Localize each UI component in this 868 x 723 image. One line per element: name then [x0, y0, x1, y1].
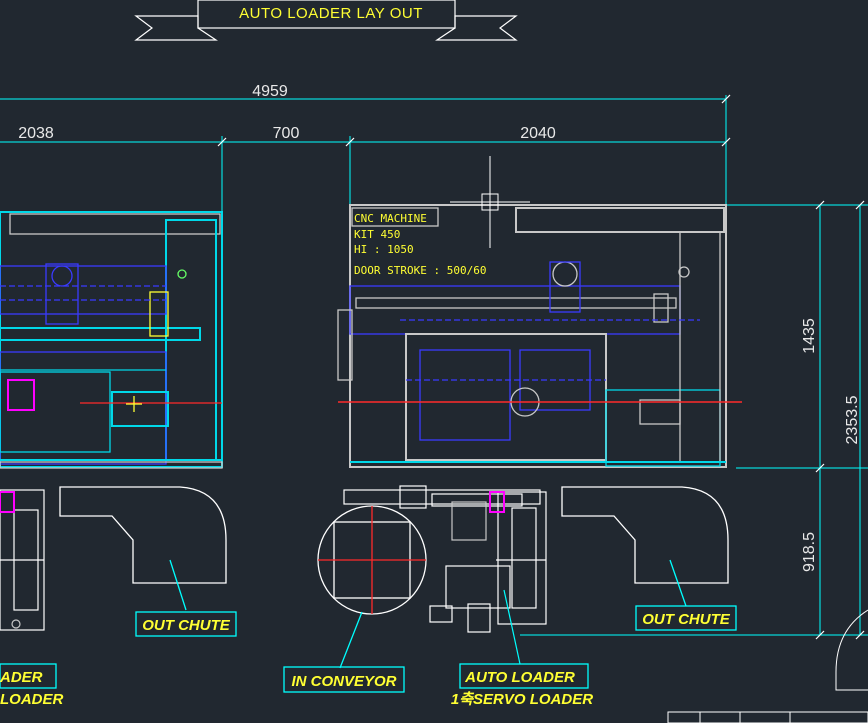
cnc-machine-name: CNC MACHINE [354, 212, 427, 225]
cnc-machine-model: KIT 450 [354, 228, 400, 241]
cnc-machine [337, 156, 742, 468]
label-left-loader-2: LOADER [0, 691, 64, 708]
out-chute-right-shape [561, 486, 729, 607]
label-in-conveyor: IN CONVEYOR [291, 673, 396, 690]
auto-loader-shape [343, 485, 547, 665]
cnc-machine-height: HI : 1050 [354, 243, 414, 256]
label-left-loader-1: ADER [0, 669, 43, 686]
dimension-lines [0, 95, 868, 636]
cnc-door-stroke: DOOR STROKE : 500/60 [354, 264, 486, 277]
title-banner [134, 0, 518, 41]
label-auto-loader: AUTO LOADER [464, 669, 575, 686]
dim-left-width: 2038 [18, 125, 54, 142]
label-out-chute-left: OUT CHUTE [142, 617, 230, 634]
dim-lower-height: 918.5 [801, 532, 818, 572]
label-boxes [0, 605, 737, 693]
out-chute-left-shape [59, 486, 227, 611]
dim-upper-height: 1435 [801, 318, 818, 354]
dim-right-width: 2040 [520, 125, 556, 142]
dim-overall: 4959 [252, 83, 288, 100]
drawing-title: AUTO LOADER LAY OUT [239, 5, 423, 22]
dimension-ticks [217, 94, 865, 640]
left-loader-column [0, 489, 45, 631]
label-out-chute-right: OUT CHUTE [642, 611, 730, 628]
dim-total-height: 2353.5 [844, 395, 861, 444]
label-servo-loader: 1축SERVO LOADER [451, 691, 593, 708]
left-machine [0, 211, 223, 469]
in-conveyor-shape [317, 505, 427, 669]
dim-gap: 700 [273, 125, 300, 142]
title-block-fragment [667, 609, 868, 723]
